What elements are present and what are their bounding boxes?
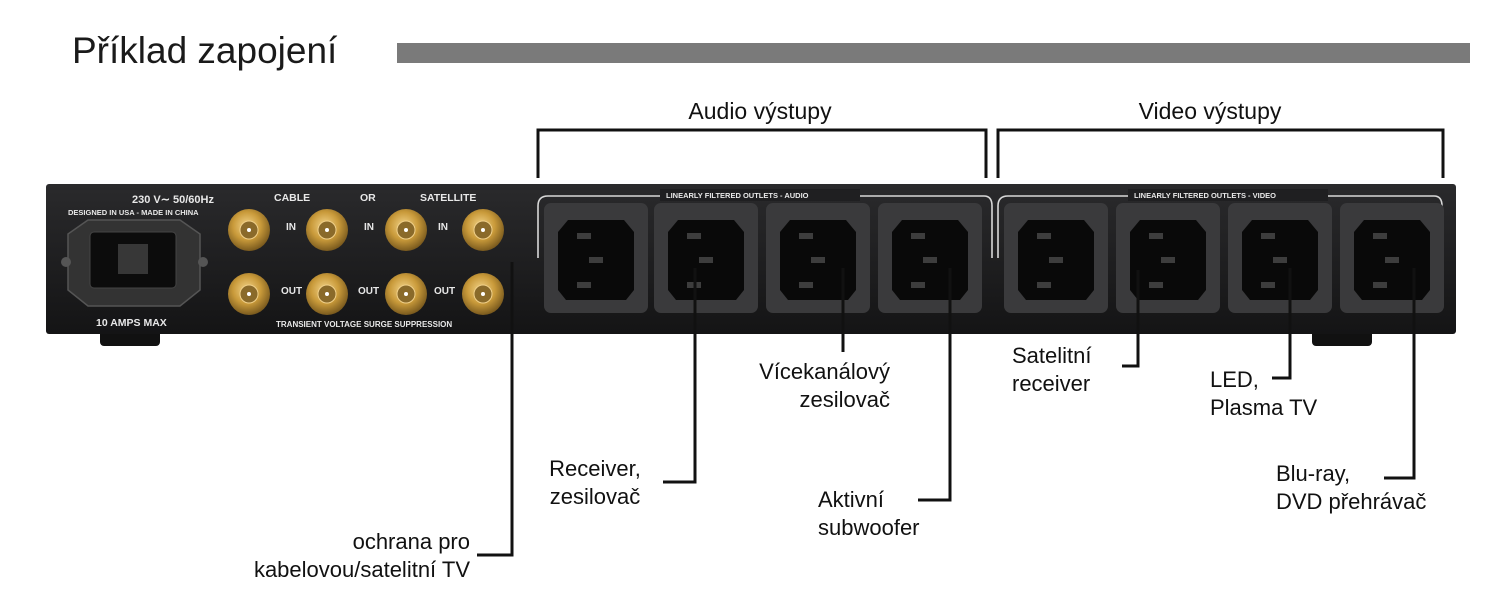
coax-cable-text: CABLE: [274, 192, 310, 204]
video-outlet-3: [1228, 203, 1332, 313]
coax-in-connector-3: [385, 209, 427, 251]
coax-out-text-3: OUT: [434, 286, 455, 297]
audio-outlet-4: [878, 203, 982, 313]
satellite-leader: [1122, 270, 1140, 368]
coax-in-connector-4: [462, 209, 504, 251]
coax-leader: [477, 262, 514, 557]
audio-outputs-label: Audio výstupy: [688, 98, 832, 124]
video-outlet-1: [1004, 203, 1108, 313]
audio-outlet-3: [766, 203, 870, 313]
video-bracket: [996, 128, 1445, 178]
coax-in-connector-2: [306, 209, 348, 251]
inlet-screw-left: [61, 257, 71, 267]
video-outputs-label: Video výstupy: [1138, 98, 1282, 124]
bluray-leader: [1384, 268, 1416, 480]
coax-or-text: OR: [360, 192, 376, 204]
coax-out-connector-3: [385, 273, 427, 315]
title-rule: [397, 43, 1470, 63]
origin-text: DESIGNED IN USA - MADE IN CHINA: [68, 208, 199, 217]
power-rating-text: 230 V∼ 50/60Hz: [132, 194, 214, 206]
audio-outlets-text: LINEARLY FILTERED OUTLETS - AUDIO: [666, 191, 809, 200]
callout-bluray: Blu-ray, DVD přehrávač: [1276, 461, 1427, 514]
amps-text: 10 AMPS MAX: [96, 317, 167, 329]
coax-out-text-1: OUT: [281, 286, 302, 297]
coax-out-connector-4: [462, 273, 504, 315]
coax-in-text-2: IN: [364, 222, 374, 233]
callout-coax: ochrana pro kabelovou/satelitní TV: [253, 529, 470, 582]
coax-out-connector-1: [228, 273, 270, 315]
video-outlet-2: [1116, 203, 1220, 313]
subwoofer-leader: [918, 268, 952, 502]
audio-outlet-1: [544, 203, 648, 313]
audio-outlet-2: [654, 203, 758, 313]
receiver-leader: [663, 268, 697, 484]
coax-out-connector-2: [306, 273, 348, 315]
coax-in-connector-1: [228, 209, 270, 251]
surge-text: TRANSIENT VOLTAGE SURGE SUPPRESSION: [276, 320, 452, 329]
coax-in-text-3: IN: [438, 222, 448, 233]
video-outlets-text: LINEARLY FILTERED OUTLETS - VIDEO: [1134, 191, 1276, 200]
audio-bracket: [536, 128, 988, 178]
inlet-screw-right: [198, 257, 208, 267]
page-title: Příklad zapojení: [72, 30, 338, 71]
callout-receiver: Receiver, zesilovač: [549, 456, 641, 509]
callout-subwoofer: Aktivní subwoofer: [818, 487, 920, 540]
power-inlet-fuse: [118, 244, 148, 274]
coax-out-text-2: OUT: [358, 286, 379, 297]
callout-satellite: Satelitní receiver: [1012, 343, 1092, 396]
led-leader: [1272, 268, 1292, 380]
callout-multichannel: Vícekanálový zesilovač: [759, 359, 890, 412]
coax-satellite-text: SATELLITE: [420, 192, 476, 204]
callout-led: LED, Plasma TV: [1210, 367, 1318, 420]
video-outlet-4: [1340, 203, 1444, 313]
coax-in-text-1: IN: [286, 222, 296, 233]
